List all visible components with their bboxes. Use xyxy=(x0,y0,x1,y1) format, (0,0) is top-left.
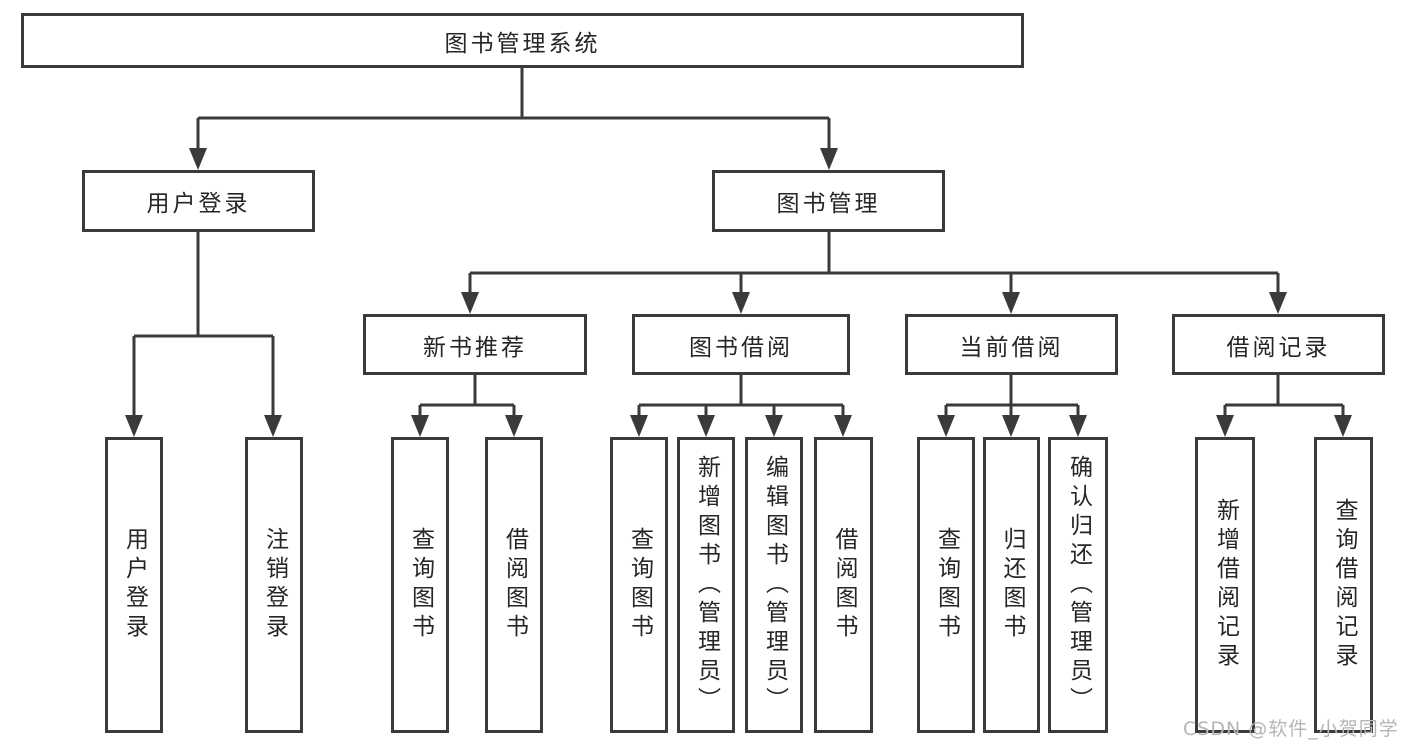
arrowhead xyxy=(1002,415,1020,437)
leaf-br-add-record-label: 新增借阅记录 xyxy=(1212,498,1239,672)
leaf-nb-query-books: 查询图书 xyxy=(391,437,449,733)
watermark: CSDN @软件_小贺同学 xyxy=(1183,718,1399,740)
leaf-logout-label: 注销登录 xyxy=(261,527,288,643)
leaf-cb-confirm-return-admin-label: 确认归还（管理员） xyxy=(1065,454,1092,716)
node-user-login-label: 用户登录 xyxy=(146,191,251,217)
leaf-bb-query-books: 查询图书 xyxy=(610,437,668,733)
leaf-nb-borrow-books: 借阅图书 xyxy=(485,437,543,733)
leaf-br-add-record: 新增借阅记录 xyxy=(1195,437,1255,733)
arrowhead xyxy=(834,415,852,437)
node-current-borrowing-label: 当前借阅 xyxy=(959,334,1064,361)
arrowhead xyxy=(697,415,715,437)
arrowhead xyxy=(264,415,282,437)
leaf-bb-add-books-admin-label: 新增图书（管理员） xyxy=(693,454,720,716)
arrowhead xyxy=(937,415,955,437)
leaf-bb-add-books-admin: 新增图书（管理员） xyxy=(677,437,735,733)
leaf-cb-query-books-label: 查询图书 xyxy=(933,527,960,643)
node-book-borrowing: 图书借阅 xyxy=(632,314,850,375)
leaf-bb-query-books-label: 查询图书 xyxy=(626,527,653,643)
arrowhead xyxy=(125,415,143,437)
node-book-borrowing-label: 图书借阅 xyxy=(689,334,793,361)
arrowhead xyxy=(1334,415,1352,437)
node-borrowing-records-label: 借阅记录 xyxy=(1226,334,1331,361)
leaf-bb-borrow-books-label: 借阅图书 xyxy=(831,527,857,643)
arrowhead xyxy=(189,148,207,170)
leaf-logout: 注销登录 xyxy=(245,437,303,733)
leaf-nb-borrow-books-label: 借阅图书 xyxy=(501,527,528,643)
leaf-cb-confirm-return-admin: 确认归还（管理员） xyxy=(1048,437,1108,733)
arrowhead xyxy=(630,415,648,437)
leaf-cb-return-books-label: 归还图书 xyxy=(999,527,1025,643)
node-new-book-recommend-label: 新书推荐 xyxy=(423,334,527,361)
arrowhead xyxy=(820,148,838,170)
leaf-cb-return-books: 归还图书 xyxy=(983,437,1040,733)
leaf-cb-query-books: 查询图书 xyxy=(917,437,975,733)
node-new-book-recommend: 新书推荐 xyxy=(363,314,587,375)
arrowhead xyxy=(1002,292,1020,314)
node-borrowing-records: 借阅记录 xyxy=(1172,314,1385,375)
leaf-br-query-record-label: 查询借阅记录 xyxy=(1331,498,1357,672)
arrowhead xyxy=(1269,292,1287,314)
leaf-bb-borrow-books: 借阅图书 xyxy=(814,437,873,733)
arrowhead xyxy=(505,415,523,437)
node-current-borrowing: 当前借阅 xyxy=(905,314,1118,375)
leaf-user-login: 用户登录 xyxy=(105,437,163,733)
node-user-login: 用户登录 xyxy=(82,170,315,232)
arrowhead xyxy=(461,292,479,314)
leaf-bb-edit-books-admin-label: 编辑图书（管理员） xyxy=(761,454,788,716)
arrowhead xyxy=(1069,415,1087,437)
leaf-bb-edit-books-admin: 编辑图书（管理员） xyxy=(745,437,803,733)
node-book-management: 图书管理 xyxy=(712,170,945,232)
arrowhead xyxy=(1216,415,1234,437)
node-root: 图书管理系统 xyxy=(21,13,1024,68)
leaf-user-login-label: 用户登录 xyxy=(121,527,148,643)
arrowhead xyxy=(732,292,750,314)
arrowhead xyxy=(411,415,429,437)
leaf-br-query-record: 查询借阅记录 xyxy=(1314,437,1373,733)
node-book-management-label: 图书管理 xyxy=(776,191,881,217)
leaf-nb-query-books-label: 查询图书 xyxy=(407,527,434,643)
arrowhead xyxy=(765,415,783,437)
node-root-label: 图书管理系统 xyxy=(444,30,601,57)
